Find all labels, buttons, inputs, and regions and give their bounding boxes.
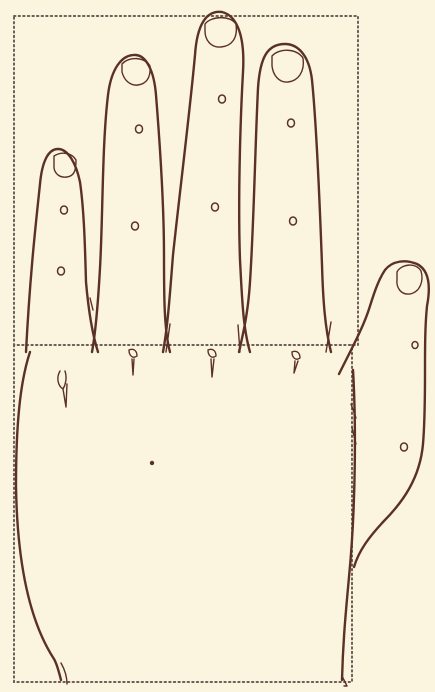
upper-proportion-frame xyxy=(14,16,358,345)
thumbnail-icon xyxy=(397,265,422,294)
thumb-upper-joint-icon xyxy=(412,342,418,349)
middle-middle-joint-icon xyxy=(212,203,219,211)
ring-middle-joint-icon xyxy=(132,222,139,230)
little-upper-joint-icon xyxy=(61,206,68,214)
ring-upper-joint-icon xyxy=(136,125,143,133)
index-fingernail-icon xyxy=(272,50,303,82)
index-knuckle-mark xyxy=(292,351,300,373)
index-finger-outline xyxy=(239,44,331,352)
middle-finger-outline xyxy=(163,12,250,352)
little-knuckle-mark xyxy=(58,371,67,407)
little-middle-joint-icon xyxy=(58,267,65,275)
index-middle-joint-icon xyxy=(290,217,297,225)
thumb-lower-joint-icon xyxy=(401,443,408,451)
little-finger-outline xyxy=(26,149,98,352)
ring-knuckle-mark xyxy=(129,349,137,375)
little-fingernail-icon xyxy=(54,153,76,177)
palm-center-dot xyxy=(150,461,154,465)
middle-fingernail-icon xyxy=(205,18,236,47)
middle-knuckle-mark xyxy=(208,349,216,377)
middle-upper-joint-icon xyxy=(219,95,226,103)
finger-gap-marks xyxy=(90,298,331,352)
index-upper-joint-icon xyxy=(288,119,295,127)
ring-finger-outline xyxy=(92,55,170,352)
